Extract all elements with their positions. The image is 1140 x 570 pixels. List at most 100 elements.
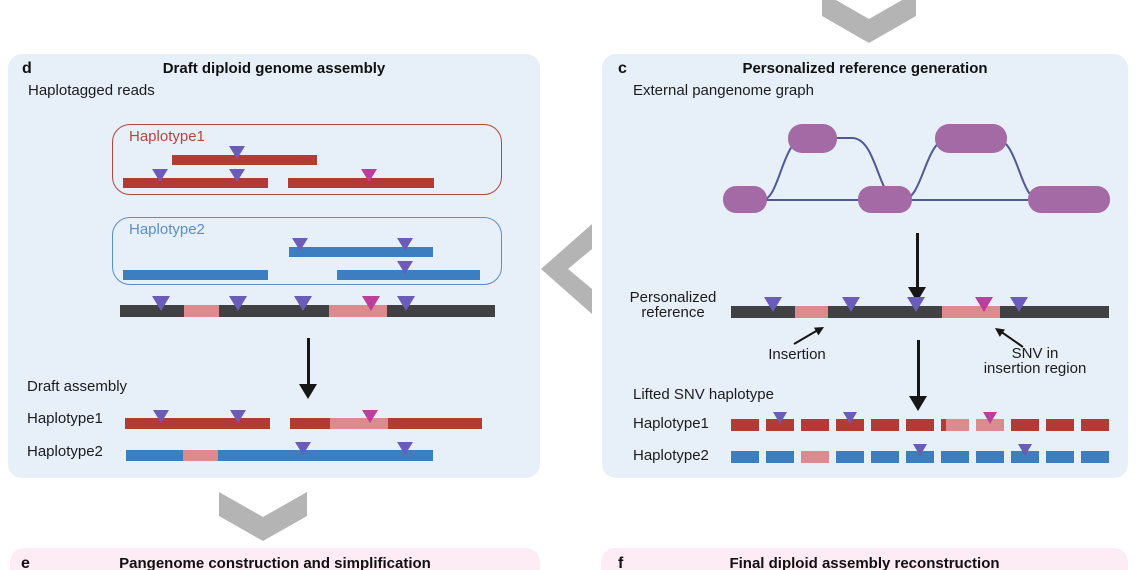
draft-contig (125, 418, 270, 429)
personalized-reference-label-line2: reference (641, 303, 705, 321)
snv-marker-magenta-icon (361, 169, 377, 182)
snv-marker-icon (152, 169, 168, 182)
lifted-segment (976, 451, 1004, 463)
snv-marker-icon (294, 296, 312, 311)
external-pangenome-graph-label: External pangenome graph (633, 82, 814, 99)
haplotype1-reads-box: Haplotype1 (112, 124, 502, 195)
snv-marker-magenta-icon (362, 296, 380, 311)
snv-marker-icon (229, 296, 247, 311)
haplotype2-reads-box: Haplotype2 (112, 217, 502, 285)
chevron-left-icon (541, 224, 592, 314)
snv-marker-icon (397, 238, 413, 251)
lifted-segment (871, 451, 899, 463)
lifted-segment (1011, 419, 1039, 431)
personalized-reference-label: Personalized reference (620, 289, 726, 321)
lifted-segment (766, 451, 794, 463)
snv-marker-icon (153, 410, 169, 423)
snv-annotation-line2: insertion region (983, 359, 1087, 377)
snv-marker-icon (397, 442, 413, 455)
annotation-arrowhead-icon (995, 328, 1005, 337)
chevron-into-panel-c (822, 0, 916, 43)
liftover-arrow (917, 340, 920, 396)
snv-marker-magenta-icon (983, 412, 997, 424)
lifted-segment (871, 419, 899, 431)
chevron-down-icon (219, 492, 307, 541)
panel-title: Final diploid assembly reconstruction (729, 555, 1000, 570)
chevron-c-to-d (541, 224, 592, 314)
lifted-haplotype1-label: Haplotype1 (633, 415, 709, 432)
lifted-segment (1046, 419, 1074, 431)
snv-marker-icon (1010, 297, 1028, 312)
snv-annotation-label: SNV in insertion region (970, 345, 1100, 377)
chevron-down-icon (822, 0, 916, 43)
snv-marker-icon (397, 261, 413, 274)
annotation-arrow-line (999, 330, 1024, 348)
snv-marker-icon (843, 412, 857, 424)
chevron-d-to-e (219, 492, 307, 541)
annotation-arrowhead-icon (813, 327, 824, 336)
insertion-segment (795, 306, 828, 318)
pangenome-node (723, 186, 767, 213)
assembly-arrow (307, 338, 310, 384)
insertion-segment (801, 451, 829, 463)
insertion-segment (330, 418, 388, 429)
lifted-segment (836, 451, 864, 463)
lifted-segment (801, 419, 829, 431)
snv-marker-icon (913, 444, 927, 456)
pangenome-node (858, 186, 912, 213)
snv-marker-icon (230, 410, 246, 423)
pangenome-node (1028, 186, 1110, 213)
insertion-segment (183, 450, 218, 461)
panel-personalized-reference: c Personalized reference generation Exte… (602, 54, 1128, 478)
draft-haplotype1-label: Haplotype1 (27, 410, 103, 427)
read-bar (289, 247, 433, 257)
panel-letter: e (21, 555, 30, 570)
pangenome-node (788, 124, 837, 153)
liftover-arrowhead-icon (909, 396, 927, 411)
draft-contig (126, 450, 433, 461)
haplotagged-reads-label: Haplotagged reads (28, 82, 155, 99)
lifted-snv-haplotype-label: Lifted SNV haplotype (633, 386, 774, 403)
panel-letter: c (618, 60, 627, 77)
pangenome-graph (723, 124, 1110, 213)
pangenome-node (935, 124, 1007, 153)
insertion-segment (184, 305, 219, 317)
draft-contig (290, 418, 482, 429)
generation-arrow (916, 233, 919, 287)
draft-haplotype2-label: Haplotype2 (27, 443, 103, 460)
haplotype1-box-label: Haplotype1 (129, 128, 205, 145)
lifted-haplotype2-row (731, 444, 1109, 463)
snv-marker-icon (397, 296, 415, 311)
snv-marker-icon (295, 442, 311, 455)
lifted-haplotype2-label: Haplotype2 (633, 447, 709, 464)
personalized-reference-label-line1: Personalized (629, 289, 717, 306)
draft-assembly-label: Draft assembly (27, 378, 128, 395)
lifted-segment (941, 451, 969, 463)
panel-final-diploid-assembly: f Final diploid assembly reconstruction (601, 548, 1128, 570)
lifted-haplotype1-row (731, 412, 1109, 431)
lifted-segment (1081, 419, 1109, 431)
snv-marker-icon (1018, 444, 1032, 456)
assembly-arrowhead-icon (299, 384, 317, 399)
read-bar (337, 270, 480, 280)
snv-marker-icon (229, 169, 245, 182)
snv-annotation-arrow (995, 328, 1024, 348)
insertion-segment (941, 419, 969, 431)
read-bar (123, 270, 268, 280)
panel-title: Draft diploid genome assembly (162, 60, 386, 77)
snv-marker-icon (229, 146, 245, 159)
snv-marker-icon (292, 238, 308, 251)
panel-title: Personalized reference generation (742, 60, 988, 77)
snv-marker-icon (773, 412, 787, 424)
annotation-arrow-line (793, 329, 819, 345)
snv-annotation-line1: SNV in (1011, 345, 1059, 362)
snv-marker-icon (764, 297, 782, 312)
lifted-segment (731, 451, 759, 463)
read-bar (172, 155, 317, 165)
insertion-annotation-label: Insertion (768, 346, 826, 363)
snv-marker-magenta-icon (975, 297, 993, 312)
lifted-segment (1046, 451, 1074, 463)
lifted-segment (906, 419, 934, 431)
lifted-segment (731, 419, 759, 431)
